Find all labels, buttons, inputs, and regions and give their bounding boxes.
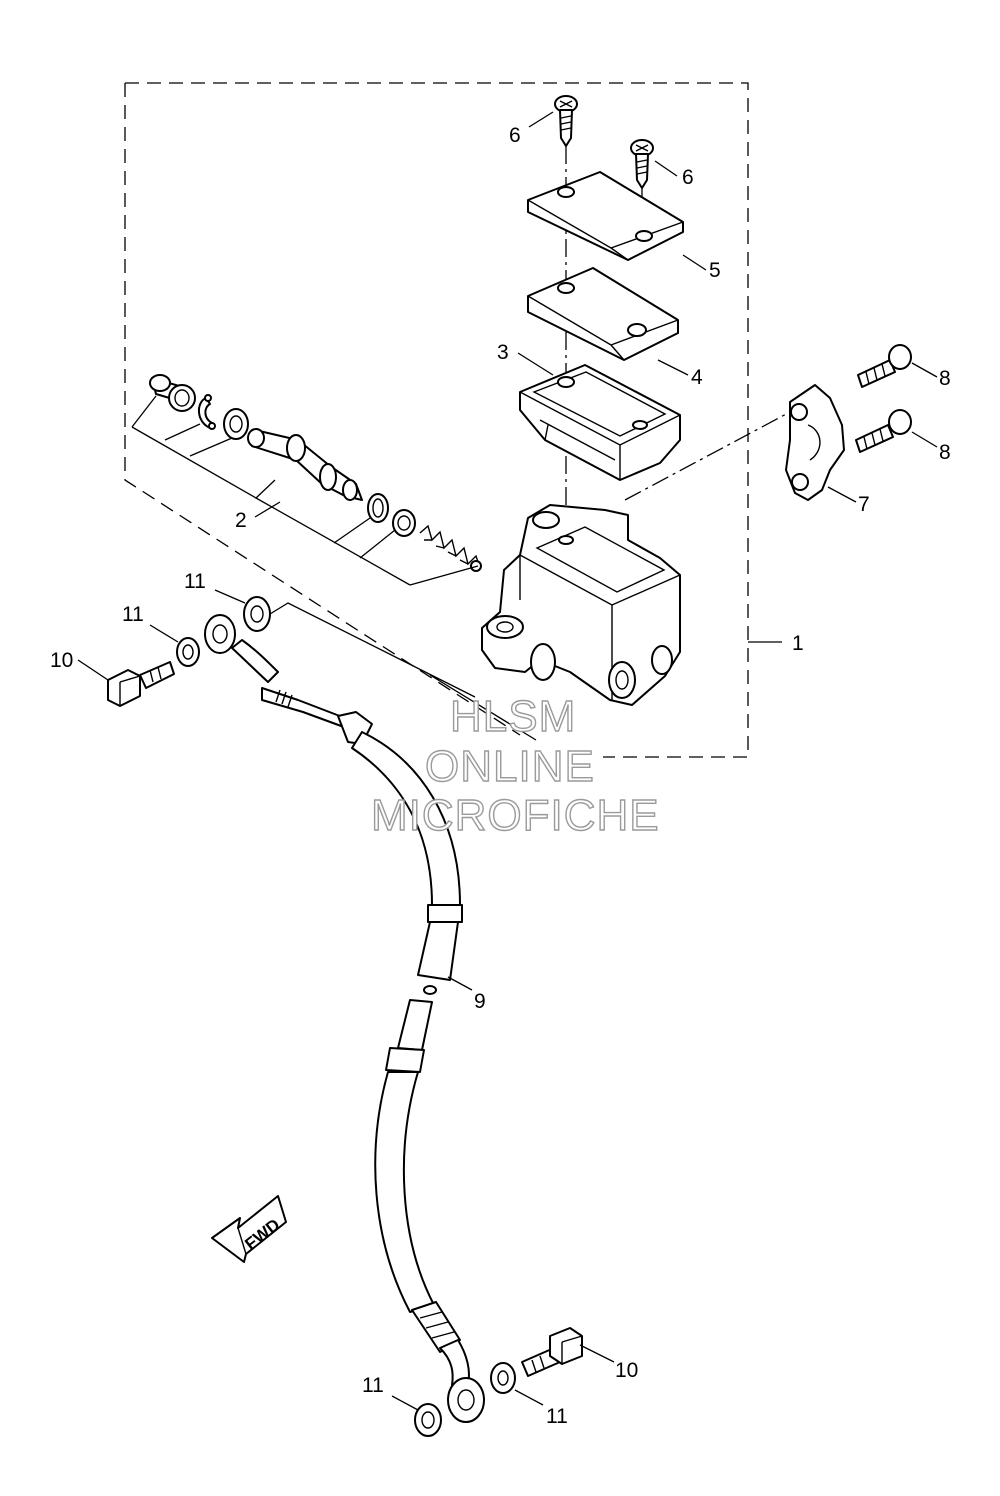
spring	[419, 524, 482, 572]
callout-1: 1	[792, 632, 804, 655]
circlip	[198, 394, 216, 430]
callout-6-right: 6	[682, 166, 694, 189]
banjo-axis-upper	[269, 602, 537, 741]
reservoir-cover-5	[527, 171, 684, 261]
callout-10-lower: 10	[615, 1359, 638, 1382]
screw-6-left	[554, 95, 578, 147]
piston-kit-bracket	[131, 395, 479, 586]
watermark-line-3: MICROFICHE	[371, 791, 660, 840]
diaphragm-plate-4	[527, 267, 679, 361]
master-cylinder-body	[481, 504, 681, 706]
o-ring	[367, 493, 389, 523]
bolt-8-upper	[857, 344, 912, 388]
callout-7: 7	[858, 493, 870, 516]
callout-11-lower-b: 11	[546, 1405, 568, 1428]
callout-4: 4	[691, 366, 703, 389]
axis-holder	[624, 411, 791, 501]
callout-5: 5	[709, 259, 721, 282]
callout-6-left: 6	[509, 124, 521, 147]
union-bolt-10-upper	[107, 661, 175, 707]
cup	[392, 509, 416, 537]
screw-6-right	[630, 139, 654, 189]
brake-hose-9	[204, 614, 485, 1423]
fwd-arrow-icon: FWD	[211, 1195, 287, 1263]
callout-11-upper-a: 11	[184, 570, 206, 593]
callout-3: 3	[497, 341, 509, 364]
assembly-boundary	[124, 82, 749, 758]
watermark-line-2: ONLINE	[425, 742, 595, 791]
leader-lines	[77, 111, 938, 1411]
callout-11-lower-a: 11	[362, 1374, 384, 1397]
watermark-line-1: HLSM	[450, 692, 576, 741]
callout-2: 2	[235, 509, 247, 532]
piston	[247, 428, 363, 501]
washer-11-lower-b	[490, 1362, 516, 1394]
bolt-8-lower	[855, 409, 912, 453]
callout-8-lower: 8	[939, 441, 951, 464]
washer-11-lower-a	[414, 1403, 442, 1437]
callout-8-upper: 8	[939, 367, 951, 390]
union-bolt-10-lower	[521, 1327, 583, 1377]
diaphragm-3	[519, 364, 681, 481]
dust-boot	[149, 374, 196, 412]
piston-kit-2	[149, 374, 482, 572]
washer	[223, 408, 249, 440]
callout-10-upper: 10	[50, 649, 73, 672]
washer-11-upper-b	[243, 596, 271, 632]
callout-9: 9	[474, 990, 486, 1013]
washer-11-upper-a	[176, 637, 200, 667]
callout-11-upper-b: 11	[122, 603, 144, 626]
holder-7	[785, 384, 845, 501]
